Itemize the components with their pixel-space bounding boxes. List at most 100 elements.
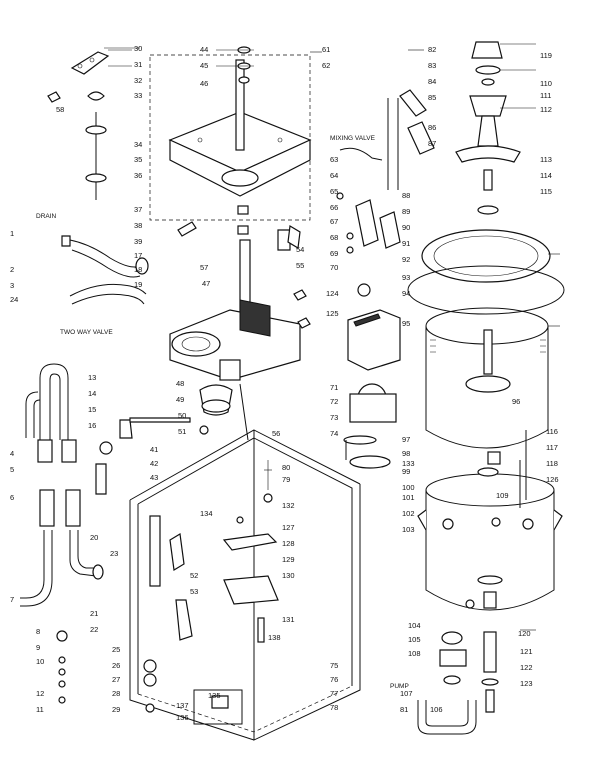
label-20: 20: [90, 533, 98, 542]
label-111: 111: [540, 91, 551, 100]
cabinet-frame-icon: [129, 429, 361, 741]
label-79: 79: [282, 475, 290, 484]
label-24: 24: [10, 295, 18, 304]
top-left-fittings: [47, 47, 140, 200]
label-17: 17: [134, 251, 142, 260]
mixing-valve-label: MIXING VALVE: [330, 135, 376, 142]
label-38: 38: [134, 221, 142, 230]
label-92: 92: [402, 255, 410, 264]
label-11: 11: [36, 705, 44, 714]
label-52: 52: [190, 571, 198, 580]
label-120: 120: [518, 629, 531, 638]
label-63: 63: [330, 155, 338, 164]
label-96: 96: [512, 397, 520, 406]
label-110: 110: [540, 79, 552, 88]
label-94: 94: [402, 289, 410, 298]
label-104: 104: [408, 621, 421, 630]
label-50: 50: [178, 411, 186, 420]
label-102: 102: [402, 509, 415, 518]
label-29: 29: [112, 705, 120, 714]
label-26: 26: [112, 661, 120, 670]
label-67: 67: [330, 217, 338, 226]
label-98: 98: [402, 449, 410, 458]
label-2: 2: [10, 265, 14, 274]
label-125: 125: [326, 309, 339, 318]
label-8: 8: [36, 627, 40, 636]
label-85: 85: [428, 93, 436, 102]
label-58: 58: [56, 105, 64, 114]
label-65: 65: [330, 187, 338, 196]
label-133: 133: [402, 459, 415, 468]
label-53: 53: [190, 587, 198, 596]
label-109: 109: [496, 491, 509, 500]
transmission-icon: [129, 239, 301, 441]
fill-hoses: [20, 363, 133, 704]
label-82: 82: [428, 45, 436, 54]
label-86: 86: [428, 123, 436, 132]
label-132: 132: [282, 501, 295, 510]
label-138: 138: [268, 633, 281, 642]
label-105: 105: [408, 635, 421, 644]
label-7: 7: [10, 595, 14, 604]
label-78: 78: [330, 703, 338, 712]
label-31: 31: [134, 60, 142, 69]
label-13: 13: [88, 373, 96, 382]
label-77: 77: [330, 689, 338, 698]
label-114: 114: [540, 171, 552, 180]
label-5: 5: [10, 465, 14, 474]
tub-support-brackets: [277, 89, 435, 254]
label-23: 23: [110, 549, 118, 558]
label-71: 71: [330, 383, 338, 392]
label-107: 107: [400, 689, 413, 698]
label-19: 19: [134, 280, 142, 289]
label-95: 95: [402, 319, 410, 328]
label-21: 21: [90, 609, 98, 618]
label-136: 136: [176, 713, 189, 722]
label-101: 101: [402, 493, 415, 502]
label-126: 126: [546, 475, 559, 484]
label-14: 14: [88, 389, 96, 398]
label-84: 84: [428, 77, 436, 86]
gear-case-cover: [149, 46, 312, 235]
label-64: 64: [330, 171, 338, 180]
label-73: 73: [330, 413, 338, 422]
label-4: 4: [10, 449, 14, 458]
label-39: 39: [134, 237, 142, 246]
label-137: 137: [176, 701, 189, 710]
label-47: 47: [202, 279, 210, 288]
label-55: 55: [296, 261, 304, 270]
label-41: 41: [150, 445, 158, 454]
label-134: 134: [200, 509, 213, 518]
label-118: 118: [546, 459, 558, 468]
label-100: 100: [402, 483, 415, 492]
label-56: 56: [272, 429, 280, 438]
label-34: 34: [134, 140, 142, 149]
label-90: 90: [402, 223, 410, 232]
drain-label: DRAIN: [36, 213, 57, 220]
label-123: 123: [520, 679, 533, 688]
label-131: 131: [282, 615, 295, 624]
label-99: 99: [402, 467, 410, 476]
two-way-valve-label: TWO WAY VALVE: [60, 329, 113, 336]
label-25: 25: [112, 645, 120, 654]
label-108: 108: [408, 649, 421, 658]
label-43: 43: [150, 473, 158, 482]
label-3: 3: [10, 281, 14, 290]
label-66: 66: [330, 203, 338, 212]
label-103: 103: [402, 525, 415, 534]
label-80: 80: [282, 463, 290, 472]
label-12: 12: [36, 689, 44, 698]
leader-lines: [108, 43, 560, 631]
label-45: 45: [200, 61, 208, 70]
label-61: 61: [322, 45, 330, 54]
label-129: 129: [282, 555, 295, 564]
label-22: 22: [90, 625, 98, 634]
label-37: 37: [134, 205, 142, 214]
label-135: 135: [208, 691, 221, 700]
label-128: 128: [282, 539, 295, 548]
label-113: 113: [540, 155, 552, 164]
label-76: 76: [330, 675, 338, 684]
label-121: 121: [520, 647, 533, 656]
label-46: 46: [200, 79, 208, 88]
